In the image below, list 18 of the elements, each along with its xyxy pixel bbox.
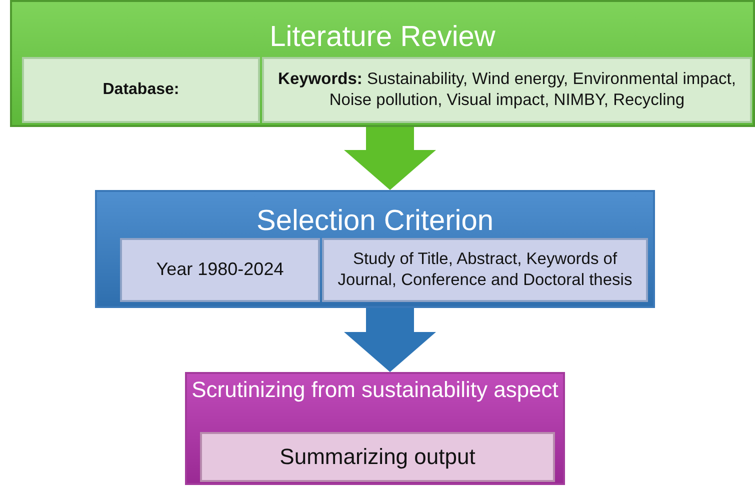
detail-box xyxy=(200,432,555,482)
stage-title: Scrutinizing from sustainability aspect xyxy=(190,378,560,402)
detail-text: Study of Title, Abstract, Keywords of Journal, Conference and Doctoral thesis xyxy=(336,248,634,291)
stage-band xyxy=(95,190,655,308)
detail-box xyxy=(322,238,648,302)
detail-text: Summarizing output xyxy=(280,442,476,471)
stage-band xyxy=(185,372,565,485)
detail-text: Database: xyxy=(102,80,180,100)
stage-band xyxy=(10,0,755,127)
detail-box xyxy=(120,238,320,302)
down-arrow xyxy=(344,308,436,372)
detail-box xyxy=(22,57,260,123)
detail-text: Keywords: Sustainability, Wind energy, Environmental impact, Noise pollution, Visual impact, NIMBY, Recycling xyxy=(277,68,737,111)
down-arrow xyxy=(344,127,436,190)
detail-box xyxy=(262,57,752,123)
stage-title: Selection Criterion xyxy=(256,206,494,238)
stage-title: Literature Review xyxy=(268,22,496,54)
detail-text: Year 1980-2024 xyxy=(156,258,284,282)
